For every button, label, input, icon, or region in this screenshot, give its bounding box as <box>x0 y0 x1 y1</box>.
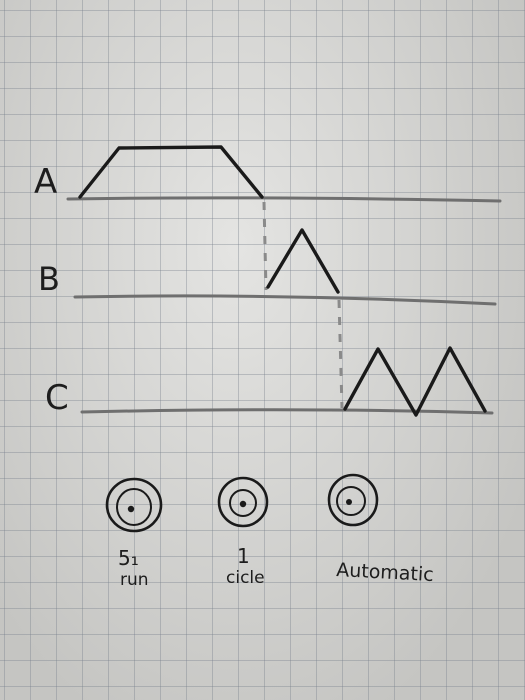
label-c: C <box>45 378 69 418</box>
label-b: B <box>38 260 60 298</box>
knob-dot-icon <box>346 499 352 505</box>
knob-dot-icon <box>127 505 135 513</box>
signal-a-waveform <box>78 145 264 199</box>
mode-knob-single-cycle <box>217 476 269 528</box>
baseline-c <box>80 408 494 415</box>
mode-label-single-cycle-line1: 1 <box>237 544 250 568</box>
mode-knob-automatic <box>327 473 379 527</box>
baseline-a <box>66 196 502 203</box>
label-a: A <box>34 162 57 202</box>
baseline-b <box>73 294 497 306</box>
mode-label-automatic: Automatic <box>336 559 434 586</box>
connector-b-c <box>337 299 344 409</box>
mode-label-single-run-line1: 5₁ <box>118 546 139 570</box>
mode-knob-single-run <box>105 477 163 533</box>
signal-b-waveform <box>266 228 340 294</box>
mode-label-single-cycle-line2: cicle <box>226 568 265 588</box>
mode-label-single-run-line2: run <box>120 570 149 590</box>
knob-dot-icon <box>239 500 247 508</box>
connector-a-b <box>262 201 268 291</box>
signal-c-waveform <box>343 346 487 417</box>
